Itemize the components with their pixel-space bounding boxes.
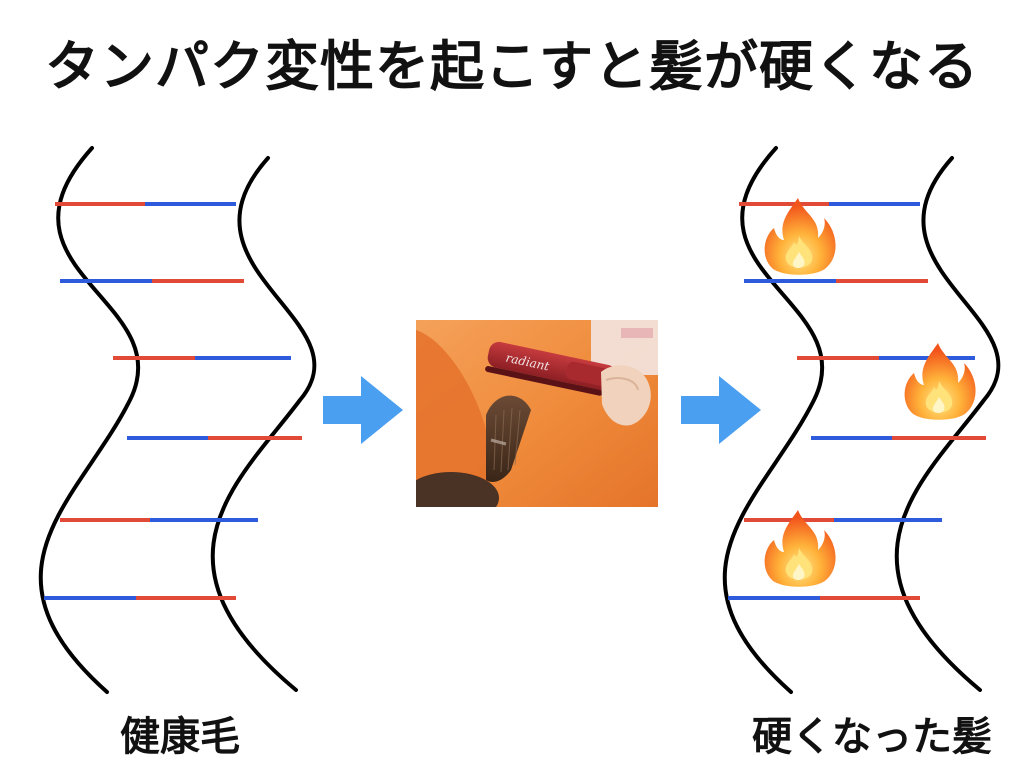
strand-right-inner <box>894 156 1001 692</box>
fire-icon <box>904 343 976 420</box>
page-title: タンパク変性を起こすと髪が硬くなる <box>45 35 979 98</box>
flat-iron-photo: radiant <box>416 320 658 507</box>
arrow-right-icon <box>323 376 403 444</box>
healthy-hair-label: 健康毛 <box>120 714 240 760</box>
strand-left-outer <box>38 146 141 694</box>
strand-right-outer <box>722 146 825 694</box>
arrow-right-icon <box>681 376 761 444</box>
hardened-hair-label: 硬くなった髪 <box>752 714 992 760</box>
healthy-hair-diagram <box>38 146 317 694</box>
fire-icon <box>764 198 836 275</box>
hardened-hair-diagram <box>722 146 1001 694</box>
strand-left-inner <box>210 156 317 692</box>
